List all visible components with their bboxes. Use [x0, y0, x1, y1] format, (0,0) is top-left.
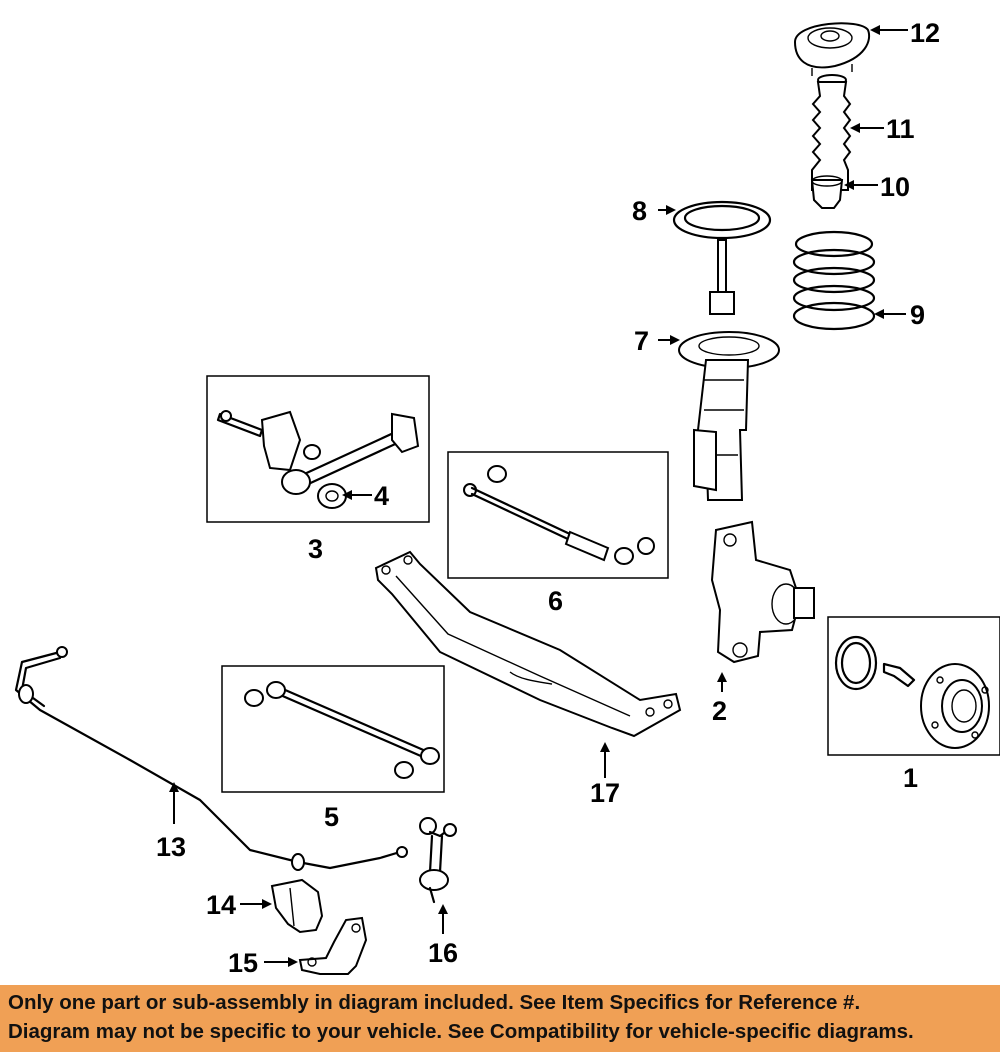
stabilizer-bracket-part [298, 916, 368, 975]
callout-label-12: 12 [910, 18, 940, 48]
callout-label-8: 8 [632, 196, 647, 226]
callout-label-11: 11 [886, 114, 915, 144]
callout-label-4: 4 [374, 481, 389, 511]
hub-assembly-box [827, 616, 1000, 756]
rear-link-box [221, 665, 445, 793]
knuckle-part [710, 520, 815, 664]
stabilizer-bushing-part [270, 878, 324, 934]
dust-boot-part [811, 74, 852, 191]
spring-insulator-part [672, 200, 772, 240]
callout-label-1: 1 [903, 763, 918, 793]
callout-label-16: 16 [428, 938, 458, 968]
parts-diagram: 1 2 3 4 5 6 7 8 9 10 11 12 13 14 15 16 1… [14, 18, 1000, 978]
lateral-link-box [447, 451, 669, 579]
crossmember-part [374, 550, 682, 738]
bump-stop-part [810, 175, 844, 209]
coil-spring-part [792, 230, 876, 331]
callout-label-14: 14 [206, 890, 236, 920]
callout-label-5: 5 [324, 802, 339, 832]
notice-line-1: Only one part or sub-assembly in diagram… [8, 991, 861, 1014]
stabilizer-link-part [419, 817, 457, 904]
callout-label-15: 15 [228, 948, 258, 978]
strut-mount-part [793, 22, 871, 76]
notice-line-2: Diagram may not be specific to your vehi… [8, 1020, 914, 1043]
leader-lines [169, 25, 908, 967]
trailing-arm-box [206, 375, 430, 523]
callout-label-10: 10 [880, 172, 910, 202]
compatibility-notice-banner: Only one part or sub-assembly in diagram… [0, 985, 1000, 1052]
callout-labels: 1 2 3 4 5 6 7 8 9 10 11 12 13 14 15 16 1… [156, 18, 940, 978]
strut-part [678, 239, 780, 501]
callout-label-2: 2 [712, 696, 727, 726]
callout-label-7: 7 [634, 326, 649, 356]
stabilizer-bar-part [14, 646, 408, 871]
callout-label-13: 13 [156, 832, 186, 862]
callout-label-17: 17 [590, 778, 620, 808]
callout-label-9: 9 [910, 300, 925, 330]
callout-label-3: 3 [308, 534, 323, 564]
callout-label-6: 6 [548, 586, 563, 616]
